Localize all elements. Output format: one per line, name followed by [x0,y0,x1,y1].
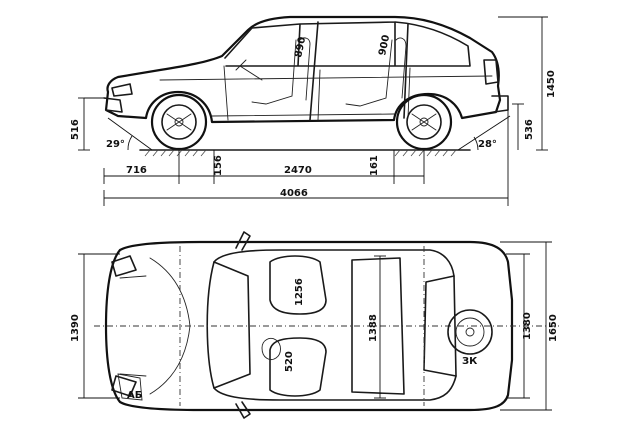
label-length-total: 4066 [280,188,308,199]
front-seat-outline [251,37,311,105]
steering-wheel-top [261,337,281,360]
rear-seat-outline [345,37,407,107]
side-view: 890 900 1450 536 516 29° 28° 716 156 247… [70,15,557,206]
front-seat-top [269,255,327,315]
label-height-total: 1450 [546,70,557,98]
engine-zone [117,373,143,401]
mirror-right [235,401,251,419]
ground-hatching-front [144,149,207,157]
approach-angle-arc [127,135,133,151]
tail-light [483,59,499,85]
top-headlight-left [111,255,137,277]
departure-angle-line [457,115,511,151]
label-clearance-front: 156 [213,155,224,176]
label-wheelbase: 2470 [284,165,312,176]
label-front-overhang: 716 [126,165,147,176]
label-track-front: 1390 [70,314,81,342]
label-track-rear: 1380 [522,312,533,340]
windshield [213,261,251,389]
ground-hatching-rear [394,149,457,157]
b-pillar [309,21,319,121]
label-rear-overhang-height: 536 [524,119,535,140]
dim-rear-overhang-height [512,103,524,150]
label-seat-length: 1256 [294,278,305,306]
headlight [111,83,133,97]
dim-row-1 [103,150,425,184]
label-approach-angle: 29° [106,139,125,150]
top-view: 1390 1256 520 1388 1380 1650 АБ ЗК [70,231,560,419]
dim-width-total [500,241,552,411]
window-line [224,21,471,67]
approach-angle-line [107,117,153,151]
top-body-outline [104,240,514,412]
label-clearance-rear: 161 [369,155,380,176]
label-zone-rear: ЗК [462,356,478,367]
mirror-left [235,231,251,251]
rear-wheel [395,93,453,151]
label-width-total: 1650 [548,314,559,342]
label-departure-angle: 28° [478,139,497,150]
label-rear-seat: 900 [377,34,392,57]
departure-angle-arc [473,136,479,151]
label-seat-width: 520 [284,351,295,372]
label-front-overhang-height: 516 [70,119,81,140]
top-roof-outline [206,249,457,401]
label-zone-front: АБ [127,390,142,401]
label-front-seat: 890 [293,36,308,59]
dim-height-total [498,16,548,151]
label-interior-width: 1388 [368,314,379,342]
sill-line [211,113,395,117]
dim-interior-width [374,255,386,399]
front-bumper [103,97,123,113]
top-headlight-right [111,375,137,397]
dim-front-overhang-height [78,97,106,151]
front-seat-top-2 [269,337,327,397]
front-wheel [150,93,208,151]
spare-wheel [447,309,493,355]
dim-track-rear [506,253,530,399]
belt-line [159,75,493,81]
dim-track-front [78,253,120,399]
steering-wheel [235,59,263,81]
dim-row-2 [103,110,509,206]
car-body-outline [104,15,502,124]
rear-bench-top [351,257,405,395]
rear-bumper [491,95,509,113]
